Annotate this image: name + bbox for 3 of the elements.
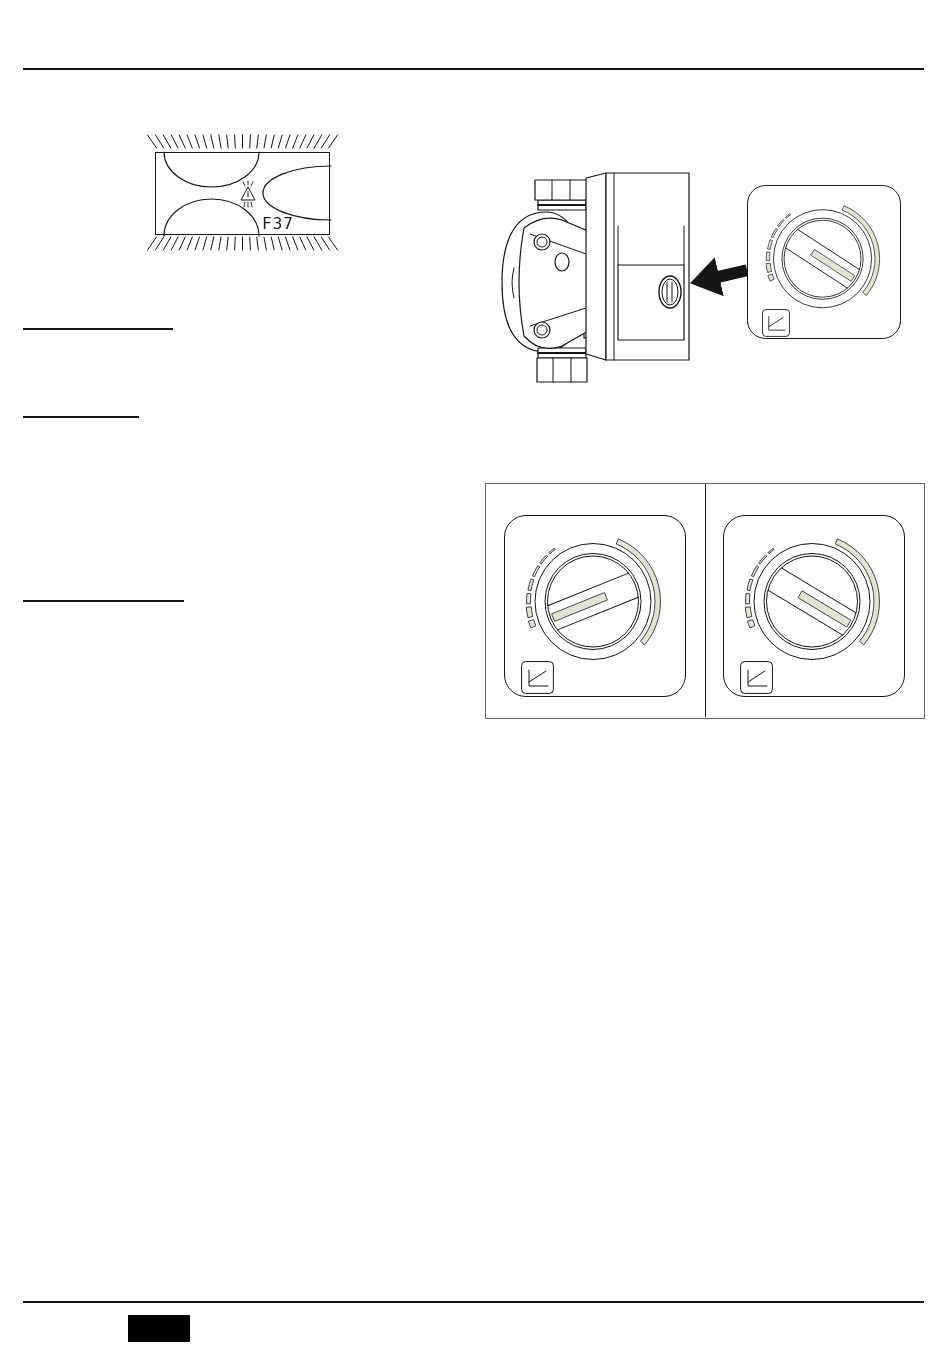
lcd-display <box>155 152 330 235</box>
error-code: F37 <box>262 216 294 232</box>
dial-panel <box>747 185 901 339</box>
